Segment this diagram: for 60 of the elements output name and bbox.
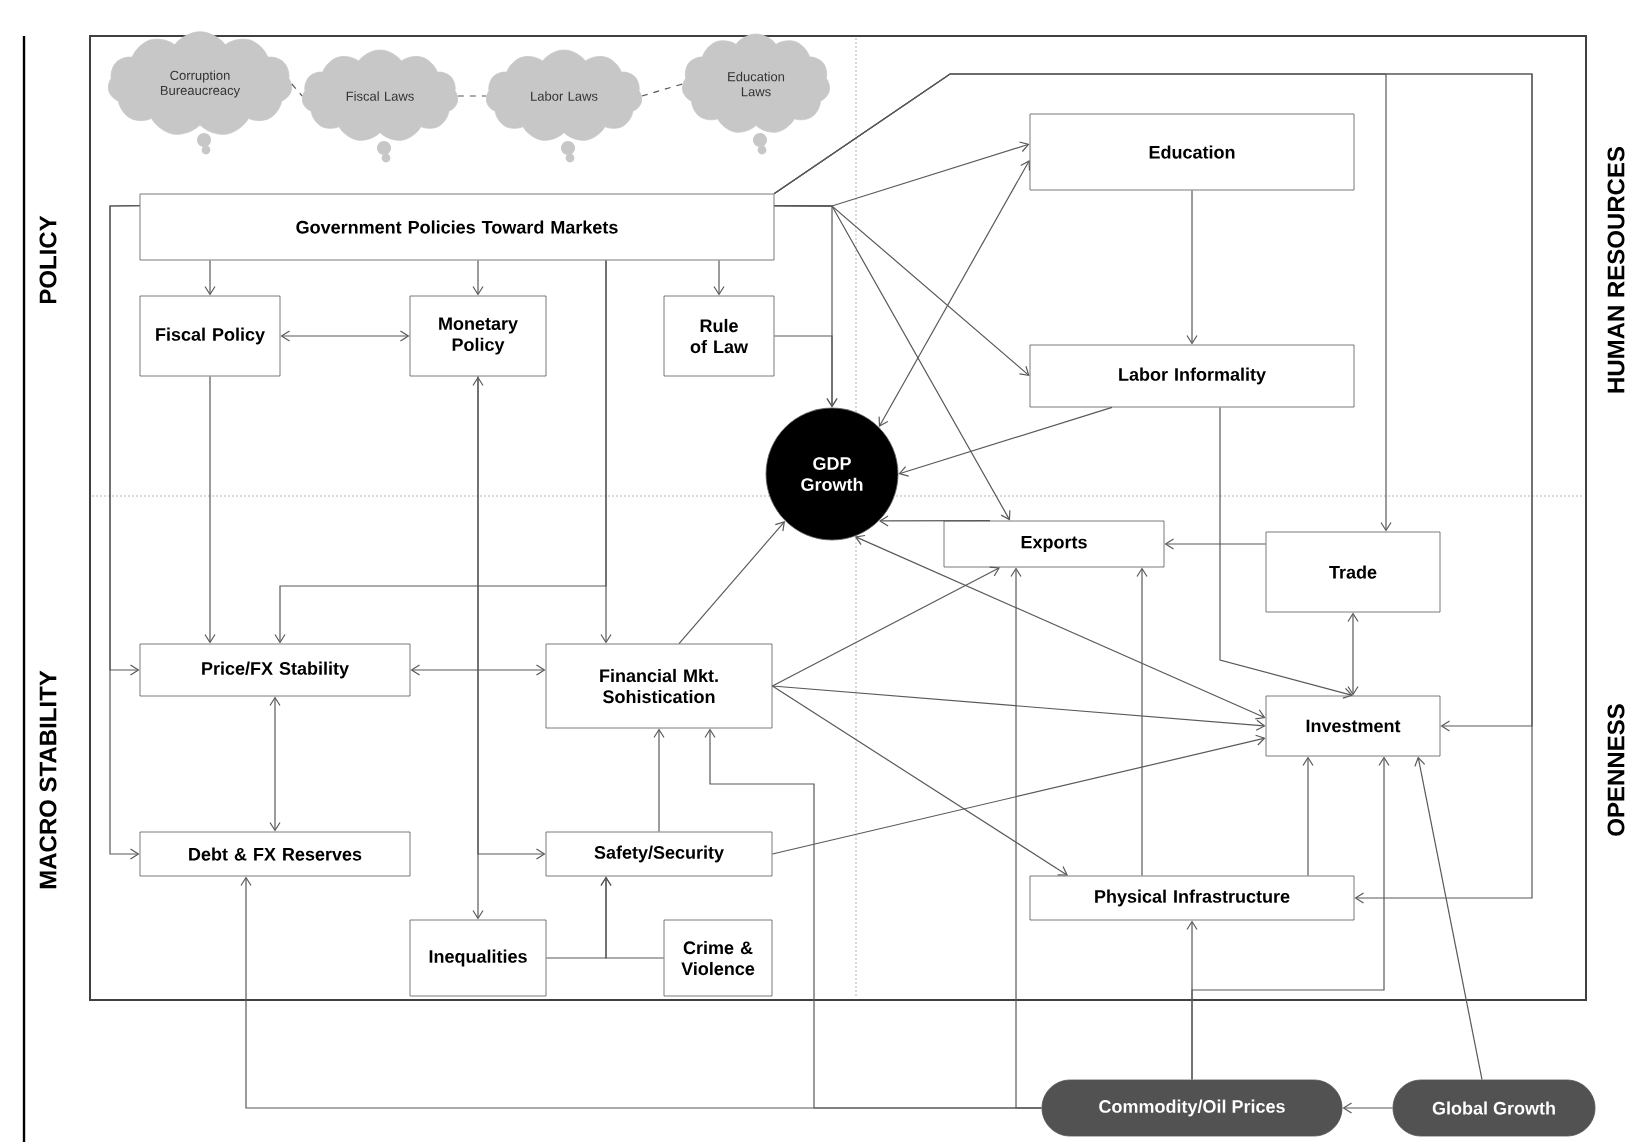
arrow xyxy=(653,728,665,833)
factor-box: Investment xyxy=(1265,695,1441,757)
arrow xyxy=(1010,567,1043,1109)
connector-line xyxy=(457,95,487,97)
arrow xyxy=(1164,538,1267,550)
arrow xyxy=(878,515,991,527)
arrow xyxy=(771,685,1068,876)
factor-box: Trade xyxy=(1265,531,1441,613)
factor-box: Safety/Security xyxy=(545,831,773,877)
arrow xyxy=(771,685,1266,731)
arrow xyxy=(109,205,141,860)
section-label: MACRO STABILITY xyxy=(39,670,57,889)
factor-box: Debt & FX Reserves xyxy=(139,831,411,877)
arrow xyxy=(1414,756,1483,1081)
arrow xyxy=(204,375,216,644)
arrow xyxy=(773,205,1011,521)
arrow xyxy=(1342,1102,1394,1114)
arrow xyxy=(771,734,1266,855)
arrow xyxy=(204,259,216,296)
arrow xyxy=(280,330,410,342)
arrow xyxy=(1191,756,1390,1081)
factor-box: Inequalities xyxy=(409,919,547,997)
arrow xyxy=(773,335,838,408)
factor-box: Monetary Policy xyxy=(409,295,547,377)
connector-line xyxy=(641,83,683,97)
arrow xyxy=(898,406,1113,477)
section-label: POLICY xyxy=(39,215,57,304)
factor-box: Crime & Violence xyxy=(663,919,773,997)
arrow xyxy=(713,259,725,296)
arrow xyxy=(600,259,612,644)
factor-box: Physical Infrastructure xyxy=(1029,875,1355,921)
arrow xyxy=(472,376,484,920)
arrow xyxy=(773,73,1533,904)
arrow xyxy=(878,160,1031,428)
external-factor-pill: Commodity/Oil Prices xyxy=(1041,1079,1343,1137)
connector-line xyxy=(291,83,303,97)
arrow xyxy=(854,534,1266,720)
arrow xyxy=(269,696,281,832)
factor-box: Exports xyxy=(943,520,1165,568)
arrow xyxy=(410,664,546,676)
factor-box: Price/FX Stability xyxy=(139,643,411,697)
arrow xyxy=(1347,612,1359,696)
arrow xyxy=(1136,567,1148,877)
arrow xyxy=(1186,189,1198,345)
factor-box: Education xyxy=(1029,113,1355,191)
external-factor-pill: Global Growth xyxy=(1392,1079,1596,1137)
arrow xyxy=(600,876,665,959)
arrow xyxy=(771,566,1000,687)
section-label: HUMAN RESOURCES xyxy=(1607,147,1625,393)
arrow xyxy=(678,520,786,645)
factor-box: Government Policies Toward Markets xyxy=(139,193,775,261)
arrow xyxy=(472,259,484,296)
factor-box: Financial Mkt. Sohistication xyxy=(545,643,773,729)
arrow xyxy=(477,375,546,860)
factor-box: Labor Informality xyxy=(1029,344,1355,408)
factor-box: Fiscal Policy xyxy=(139,295,281,377)
arrow xyxy=(1302,756,1314,877)
section-label: OPENNESS xyxy=(1607,704,1625,836)
factor-box: Rule of Law xyxy=(663,295,775,377)
arrow xyxy=(1219,406,1353,699)
